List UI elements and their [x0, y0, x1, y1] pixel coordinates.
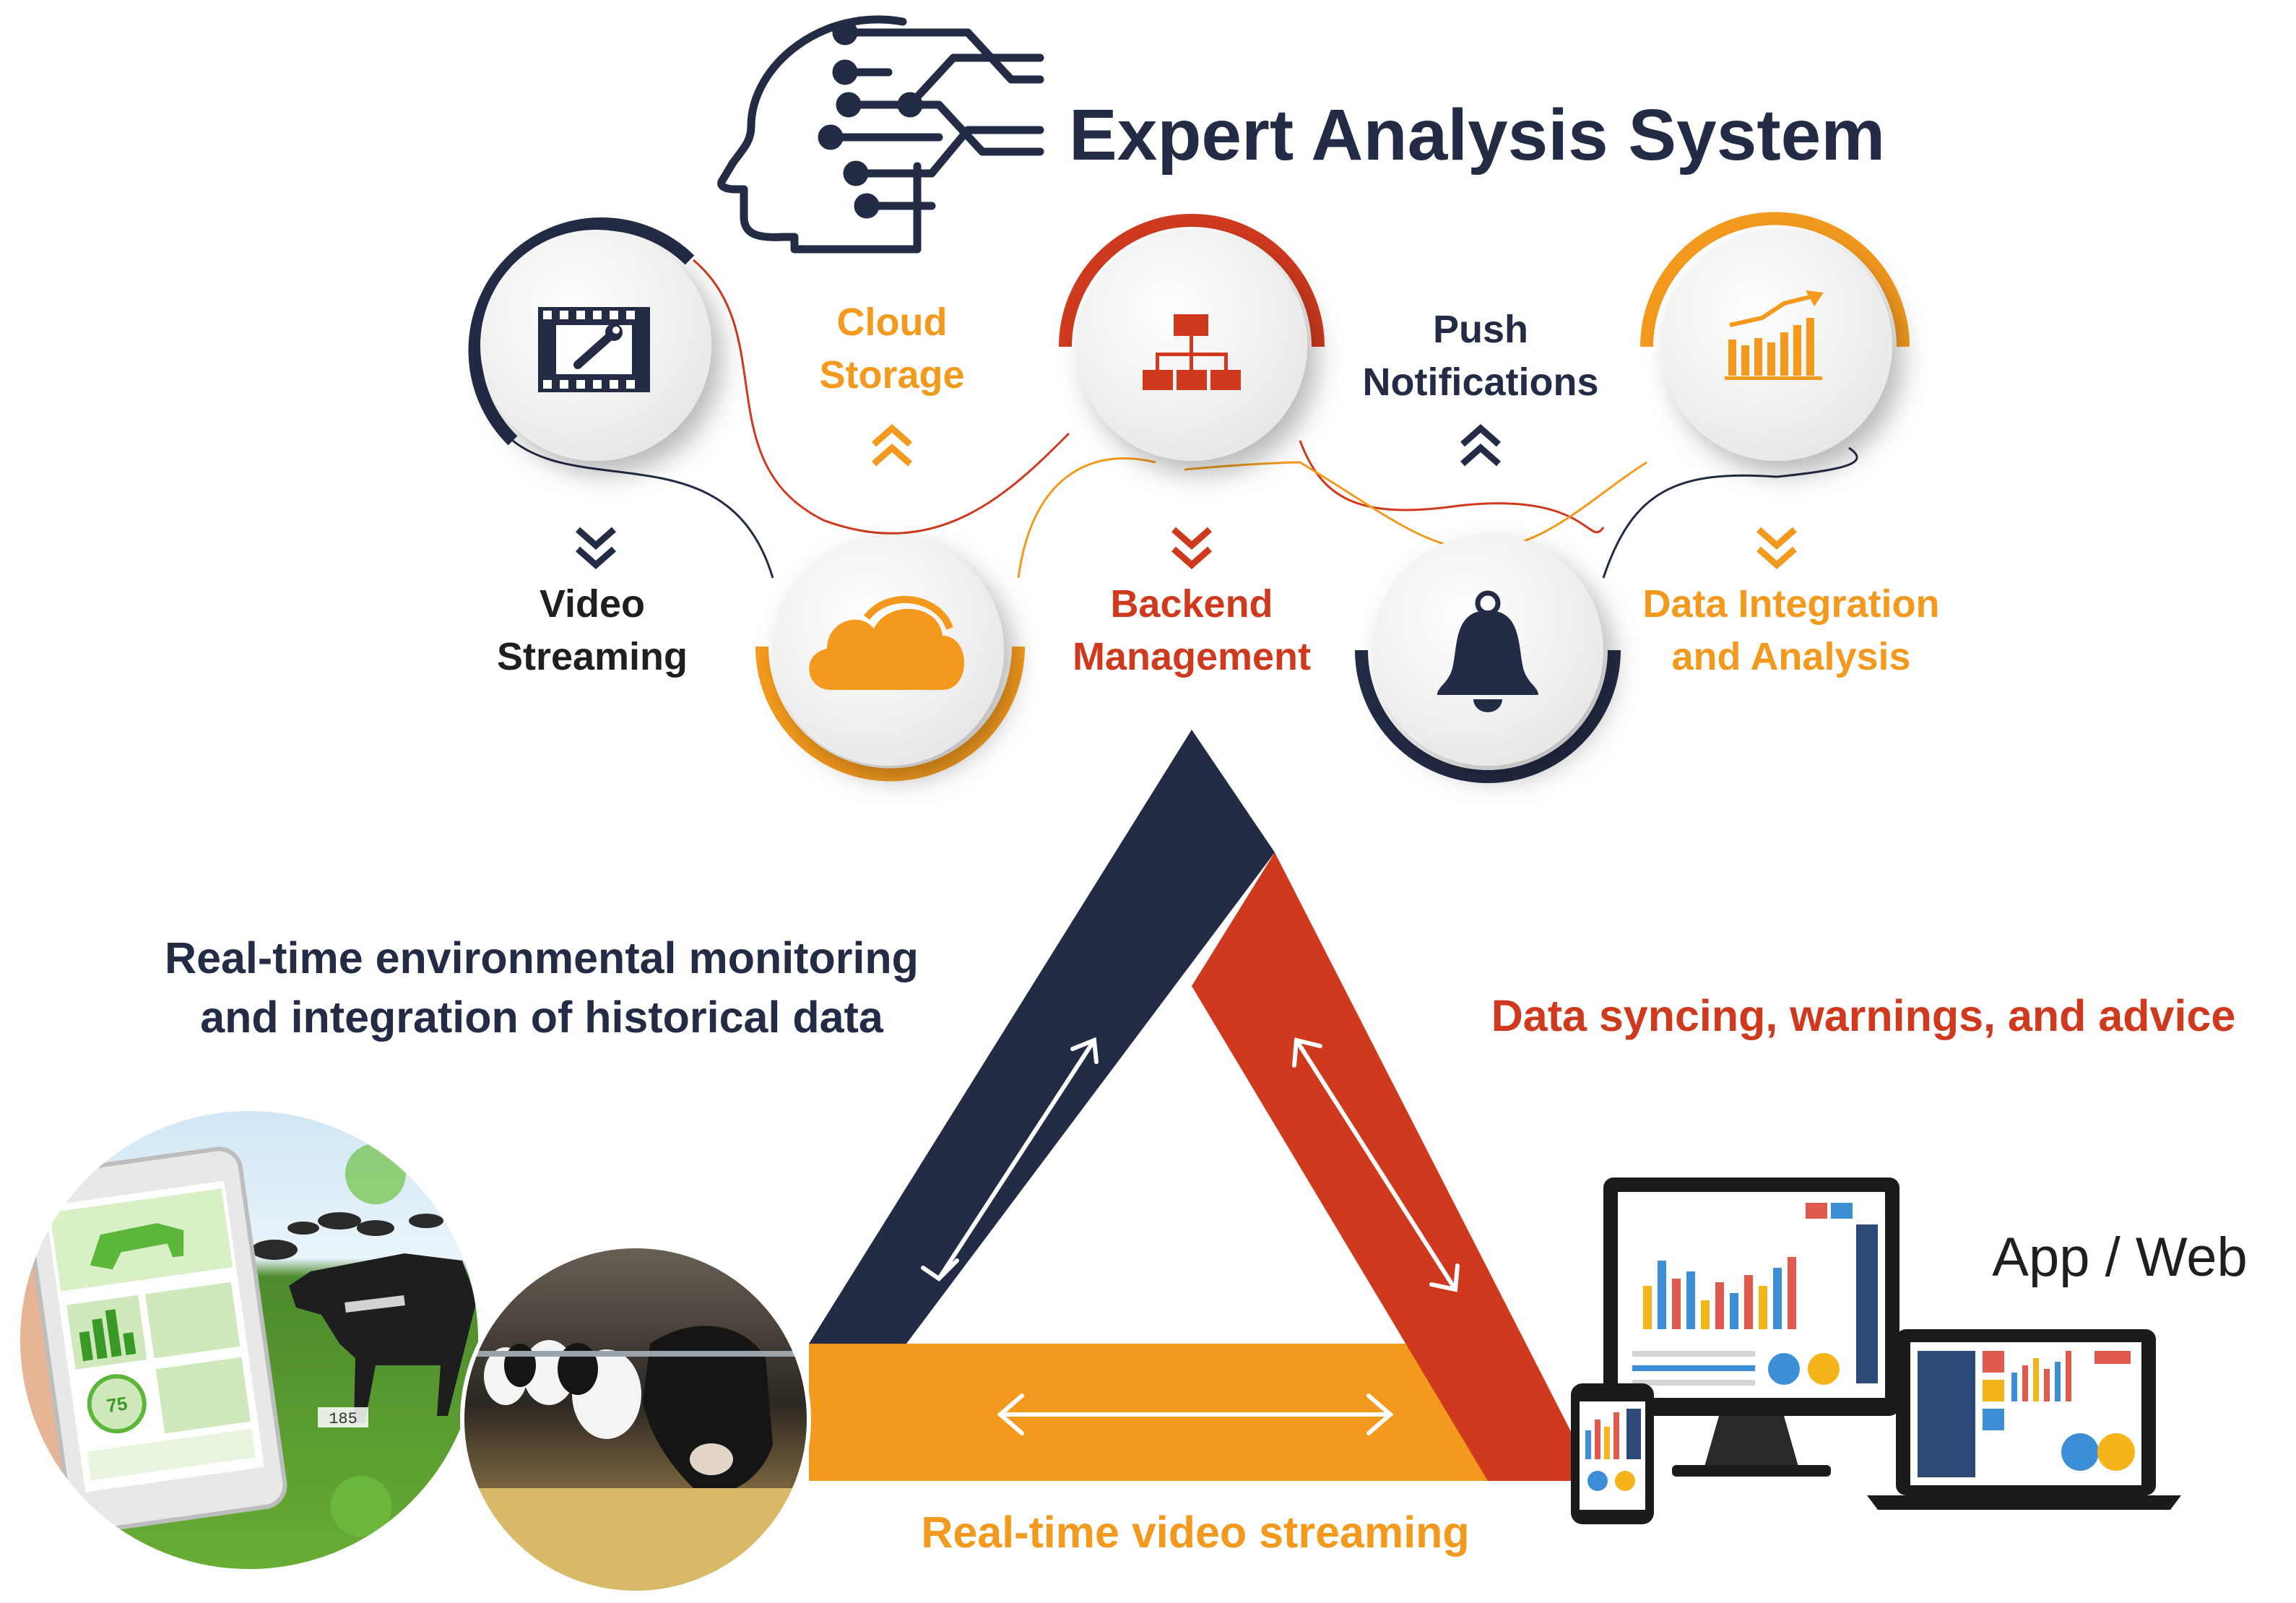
module-label-video: Video Streaming — [496, 582, 688, 678]
cloud-icon — [809, 596, 964, 690]
module-label-data: Data Integration and Analysis — [1642, 582, 1940, 678]
devices-label: App / Web — [1992, 1227, 2248, 1288]
workflow-triangle — [809, 730, 1596, 1481]
film-wrench-icon — [538, 307, 650, 392]
module-label-backend: Backend Management — [1072, 582, 1312, 678]
left-caption: Real-time environmental monitoring and i… — [165, 933, 919, 1042]
bar-chart-icon — [1725, 290, 1824, 380]
devices-illustration — [1571, 1178, 2181, 1524]
barn-photo — [462, 1246, 809, 1593]
laptop — [1867, 1329, 2181, 1510]
org-chart-icon — [1143, 314, 1241, 390]
bottom-caption: Real-time video streaming — [921, 1508, 1470, 1557]
triangle-left-band — [809, 730, 1275, 1344]
desktop-monitor — [1603, 1178, 1899, 1477]
module-label-push: Push Notifications — [1362, 308, 1599, 404]
chevron-down-icon — [1756, 527, 1797, 569]
chevron-down-icon — [576, 527, 616, 569]
right-caption: Data syncing, warnings, and advice — [1491, 991, 2236, 1040]
bell-icon — [1437, 590, 1538, 712]
cow-standing — [289, 1253, 477, 1423]
gauge-value: 75 — [105, 1392, 129, 1417]
chevron-up-icon — [1460, 424, 1501, 467]
module-label-cloud: Cloud Storage — [819, 301, 965, 397]
chevron-down-icon — [1171, 527, 1212, 569]
pasture-photo: 185 75 — [18, 1109, 480, 1571]
brain-circuit-icon — [717, 15, 1044, 254]
page-title: Expert Analysis System — [1069, 95, 1886, 176]
chevron-up-icon — [872, 424, 912, 467]
mobile-phone — [1571, 1383, 1654, 1524]
cow-tag-number: 185 — [329, 1410, 358, 1428]
module-data-integration — [1640, 212, 1910, 461]
triangle-right-band — [1192, 852, 1596, 1481]
connector-lines — [512, 259, 1858, 579]
